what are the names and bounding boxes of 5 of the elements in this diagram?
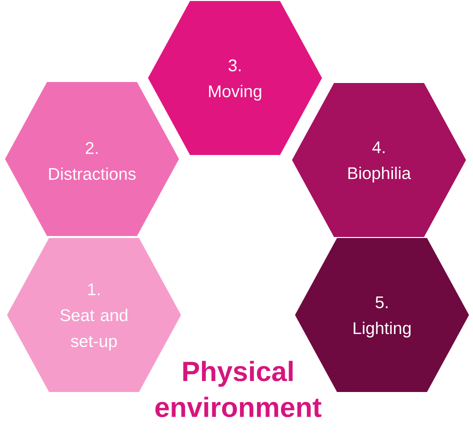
hexagon: 4. Biophilia — [292, 83, 466, 237]
hexagon: 5. Lighting — [295, 238, 469, 392]
hexagon: 1. Seat and set-up — [7, 238, 181, 392]
hexagon: 3. Moving — [148, 1, 322, 155]
hexagon: 2. Distractions — [5, 82, 179, 236]
